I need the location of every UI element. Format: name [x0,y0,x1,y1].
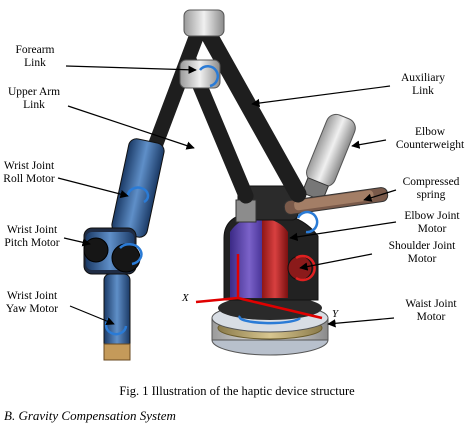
label-forearm-link: Forearm Link [10,44,60,70]
compressed-spring-part [283,187,389,215]
wrist-pitch-part [83,227,141,275]
label-line: Forearm [15,44,55,56]
label-line: Pitch Motor [4,237,60,249]
label-line: Motor [416,311,446,323]
label-line: Yaw Motor [5,303,59,315]
label-waist-joint-motor: Waist Joint Motor [396,298,466,324]
red-rotation-indicator [295,254,316,282]
elbow-counterweight-part [301,113,356,202]
section-heading: B. Gravity Compensation System [4,408,176,423]
label-elbow-joint-motor: Elbow Joint Motor [396,210,468,236]
label-line: Compressed [402,176,460,188]
label-line: Shoulder Joint [388,240,456,252]
label-line: Motor [417,223,447,235]
label-line: Counterweight [395,139,465,151]
label-line: Motor [407,253,437,265]
label-wrist-pitch-motor: Wrist Joint Pitch Motor [0,224,64,250]
label-line: Auxiliary [400,72,446,84]
label-line: Upper Arm [7,86,61,98]
label-line: Wrist Joint [3,160,55,172]
label-elbow-counterweight: Elbow Counterweight [388,126,472,152]
label-line: Link [23,99,45,111]
label-line: Link [24,57,46,69]
label-auxiliary-link: Auxiliary Link [394,72,452,98]
label-line: Elbow Joint [404,210,460,222]
label-line: Wrist Joint [6,290,58,302]
auxiliary-link-part [195,17,307,203]
label-compressed-spring: Compressed spring [396,176,466,202]
wrist-yaw-part [103,273,131,361]
label-line: Link [412,85,434,97]
label-line: Wrist Joint [6,224,58,236]
label-wrist-yaw-motor: Wrist Joint Yaw Motor [2,290,62,316]
coordinate-axes [195,254,323,320]
label-line: Elbow [414,126,446,138]
label-shoulder-joint-motor: Shoulder Joint Motor [374,240,470,266]
label-line: spring [416,189,446,201]
label-line: Roll Motor [3,173,55,185]
axis-label-y: Y [332,308,339,320]
figure-caption: Fig. 1 Illustration of the haptic device… [119,384,355,398]
label-line: Waist Joint [405,298,457,310]
base-platform [211,296,329,356]
axis-label-x: X [182,292,189,304]
label-wrist-roll-motor: Wrist Joint Roll Motor [0,160,58,186]
label-upper-arm-link: Upper Arm Link [2,86,66,112]
leader-arrows [57,65,397,328]
